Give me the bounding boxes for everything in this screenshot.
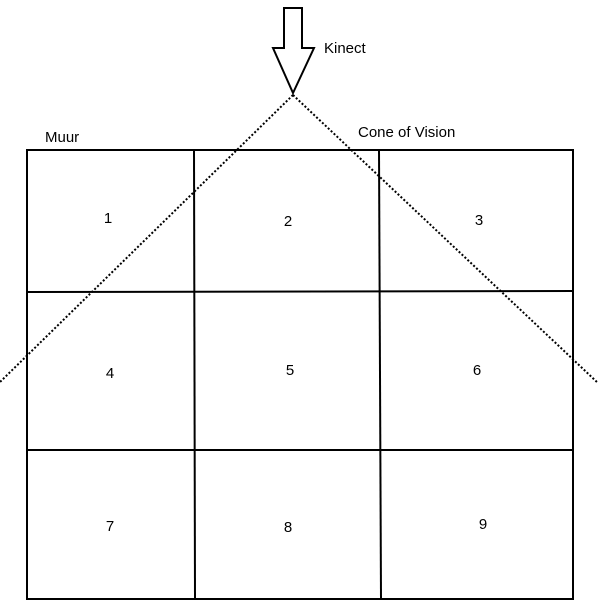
cell-number: 5 xyxy=(286,362,294,379)
cell-number: 8 xyxy=(284,519,292,536)
down-arrow-icon xyxy=(271,7,316,96)
cone-of-vision-label: Cone of Vision xyxy=(358,124,455,141)
cone-left-line xyxy=(0,94,294,383)
grid-horizontal-line-1 xyxy=(26,290,574,293)
cell-number: 1 xyxy=(104,210,112,227)
cell-number: 6 xyxy=(473,362,481,379)
kinect-label: Kinect xyxy=(324,40,367,57)
cell-number: 2 xyxy=(284,213,292,230)
cell-number: 4 xyxy=(106,365,114,382)
wall-label: Muur xyxy=(45,129,79,146)
cone-right-line xyxy=(292,94,599,384)
wall-outline xyxy=(26,149,574,600)
grid-vertical-line-2 xyxy=(378,149,382,600)
cell-number: 9 xyxy=(479,516,487,533)
grid-vertical-line-1 xyxy=(193,149,196,600)
cell-number: 3 xyxy=(475,212,483,229)
cell-number: 7 xyxy=(106,518,114,535)
